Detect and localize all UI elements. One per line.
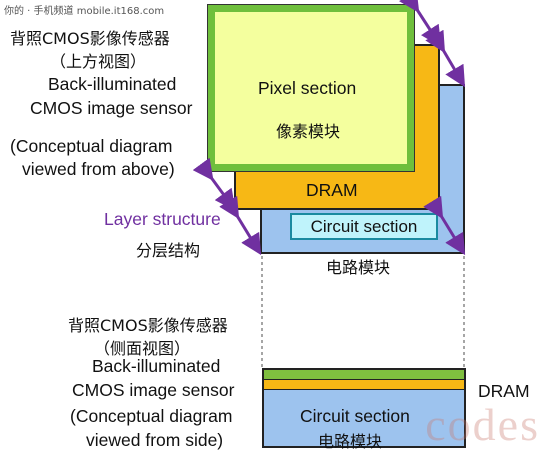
layer-structure-label-cn: 分层结构	[136, 241, 201, 260]
dram-label: DRAM	[306, 180, 358, 200]
side-circuit-section-label: Circuit section	[300, 406, 410, 426]
layer-arrow-lower-left-2	[219, 195, 262, 256]
pixel-section-label-cn: 像素模块	[276, 122, 341, 141]
side-pixel-layer	[372, 368, 466, 379]
side-view-desc-line1: (Conceptual diagram	[70, 406, 233, 426]
layer-arrow-lower-left-1	[192, 157, 236, 211]
layer-arrow-lower-right	[423, 195, 466, 256]
pixel-section-label: Pixel section	[258, 78, 357, 98]
pixel-layer	[207, 4, 415, 172]
side-view-desc-line2: viewed from side)	[86, 430, 224, 450]
top-view-title-en-line2: CMOS image sensor	[30, 98, 193, 118]
site-watermark: 你的 · 手机频道 mobile.it168.com	[4, 6, 165, 17]
side-dram-layer	[372, 379, 466, 389]
side-view-title-cn: 背照CMOS影像传感器	[68, 316, 228, 335]
side-dram-label: DRAM	[478, 381, 530, 401]
side-view-title-en-line2: CMOS image sensor	[72, 380, 235, 400]
side-circuit-layer	[372, 389, 466, 448]
top-view-desc-line1: (Conceptual diagram	[10, 136, 173, 156]
layer-structure-label: Layer structure	[104, 209, 221, 229]
circuit-section-box: Circuit section	[290, 213, 438, 240]
codes-watermark: codes	[425, 399, 540, 450]
top-view-title-en-line1: Back-illuminated	[48, 74, 177, 94]
side-pixel-layer-left	[262, 368, 374, 379]
top-view-title-cn: 背照CMOS影像传感器	[10, 29, 170, 48]
side-view-subtitle-cn: （侧面视图）	[94, 339, 191, 358]
circuit-section-label: Circuit section	[310, 217, 418, 236]
side-circuit-layer-left	[262, 389, 374, 448]
top-view-subtitle-cn: （上方视图）	[50, 52, 147, 71]
top-view-desc-line2: viewed from above)	[22, 159, 175, 179]
layer-arrow-mid-right	[425, 29, 466, 88]
side-dram-layer-left	[262, 379, 374, 389]
side-circuit-section-label-cn: 电路模块	[318, 432, 383, 451]
side-view-title-en-line1: Back-illuminated	[92, 356, 221, 376]
circuit-section-label-cn: 电路模块	[326, 258, 391, 277]
layer-arrow-upper-right	[399, 0, 442, 48]
